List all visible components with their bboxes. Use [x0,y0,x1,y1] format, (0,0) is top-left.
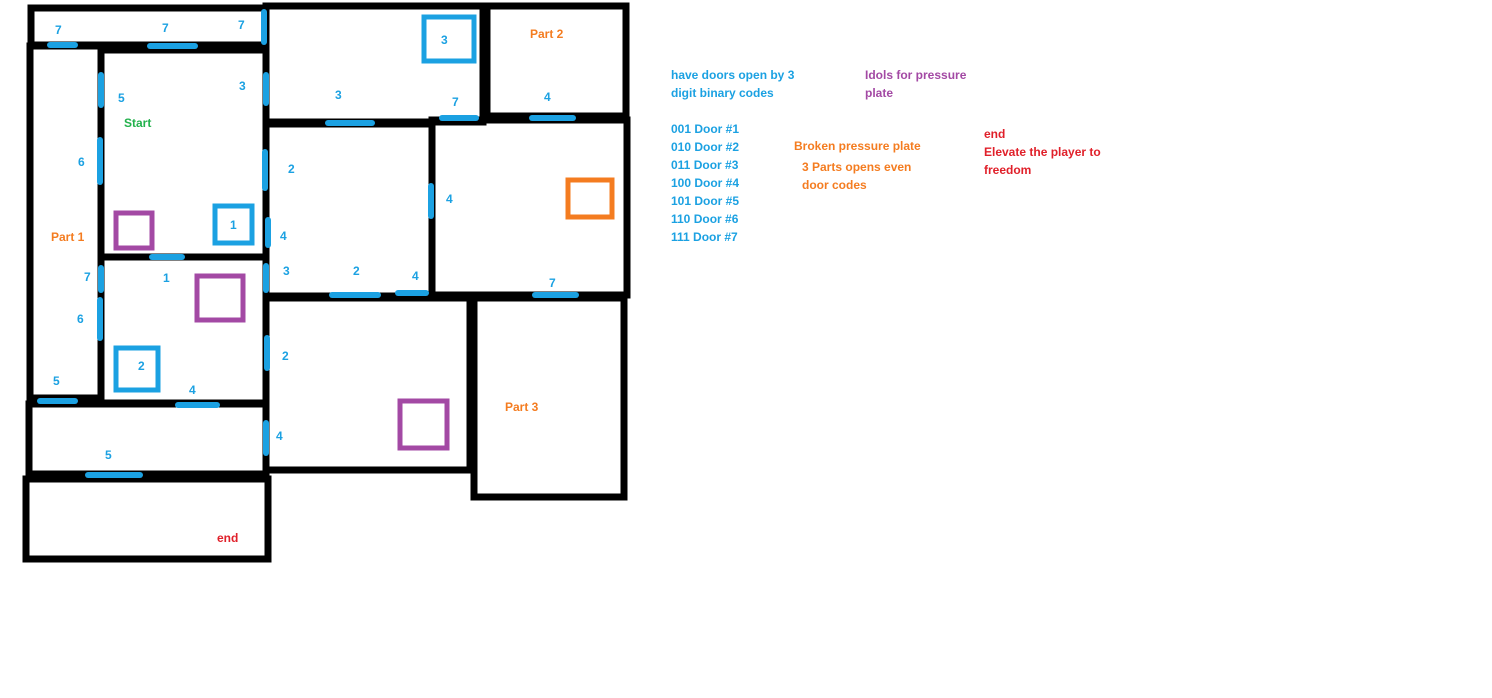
idol-plates [113,210,450,451]
door-label-5: 5 [53,374,60,388]
part1-corridor-room [26,42,105,402]
door-label-6: 6 [77,312,84,326]
part-3-label: Part 3 [505,400,539,414]
switch-boxes [113,14,477,393]
switch-label-3: 3 [441,33,448,47]
door-label-2: 2 [282,349,289,363]
door-label-3: 3 [335,88,342,102]
door-code-5: 101 Door #5 [671,194,740,208]
switch-box-2 [113,345,161,393]
center-room [262,120,436,300]
idols-note-line-1: Idols for pressure [865,68,967,82]
lower-idol-room [262,294,474,474]
door-code-4: 100 Door #4 [671,176,740,190]
end-note-title: end [984,127,1006,141]
broken-plate-note: Broken pressure plate [794,139,921,153]
idols-note-line-2: plate [865,86,894,100]
idol-plate-start [113,210,155,251]
door-code-6: 110 Door #6 [671,212,739,226]
door-label-7: 7 [238,18,245,32]
idol-plate-lower [397,398,450,451]
door-label-4: 4 [276,429,283,443]
door-label-4: 4 [446,192,453,206]
door-label-4: 4 [412,269,419,283]
door-label-5: 5 [105,448,112,462]
idol-plate-switch2-room [194,273,246,323]
door-code-1: 001 Door #1 [671,122,740,136]
end-note-line-2: freedom [984,163,1032,177]
door-label-4: 4 [189,383,196,397]
bottom-corridor-room [25,400,270,478]
end-note-line-1: Elevate the player to [984,145,1101,159]
top-corridor-room [27,4,270,49]
switch3-room [262,2,487,126]
door-label-7: 7 [84,270,91,284]
door-code-7: 111 Door #7 [671,230,738,244]
doors-note-line-2: digit binary codes [671,86,774,100]
broken-pressure-plate [565,177,615,220]
start-label: Start [124,116,152,130]
door-label-7: 7 [55,23,62,37]
part3-room [470,294,628,501]
switch-label-1: 1 [230,218,237,232]
door-label-5: 5 [118,91,125,105]
parts-note-line-2: door codes [802,178,867,192]
parts-note-line-1: 3 Parts opens even [802,160,912,174]
part-2-label: Part 2 [530,27,564,41]
door-code-3: 011 Door #3 [671,158,739,172]
switch-label-2: 2 [138,359,145,373]
door-label-7: 7 [549,276,556,290]
door-label-6: 6 [78,155,85,169]
door-label-7: 7 [452,95,459,109]
part2-room [483,2,630,120]
switch-box-1 [212,203,255,246]
part-1-label: Part 1 [51,230,85,244]
broken-plate-room [428,116,631,299]
door-label-4: 4 [544,90,551,104]
end-room [22,475,272,563]
end-room-label: end [217,531,239,545]
door-label-2: 2 [288,162,295,176]
door-label-2: 2 [353,264,360,278]
door-label-7: 7 [162,21,169,35]
doors [37,9,579,478]
door-code-2: 010 Door #2 [671,140,740,154]
door-label-4: 4 [280,229,287,243]
doors-note-line-1: have doors open by 3 [671,68,795,82]
door-label-1: 1 [163,271,170,285]
door-label-3: 3 [283,264,290,278]
switch-box-3 [421,14,477,64]
door-label-3: 3 [239,79,246,93]
